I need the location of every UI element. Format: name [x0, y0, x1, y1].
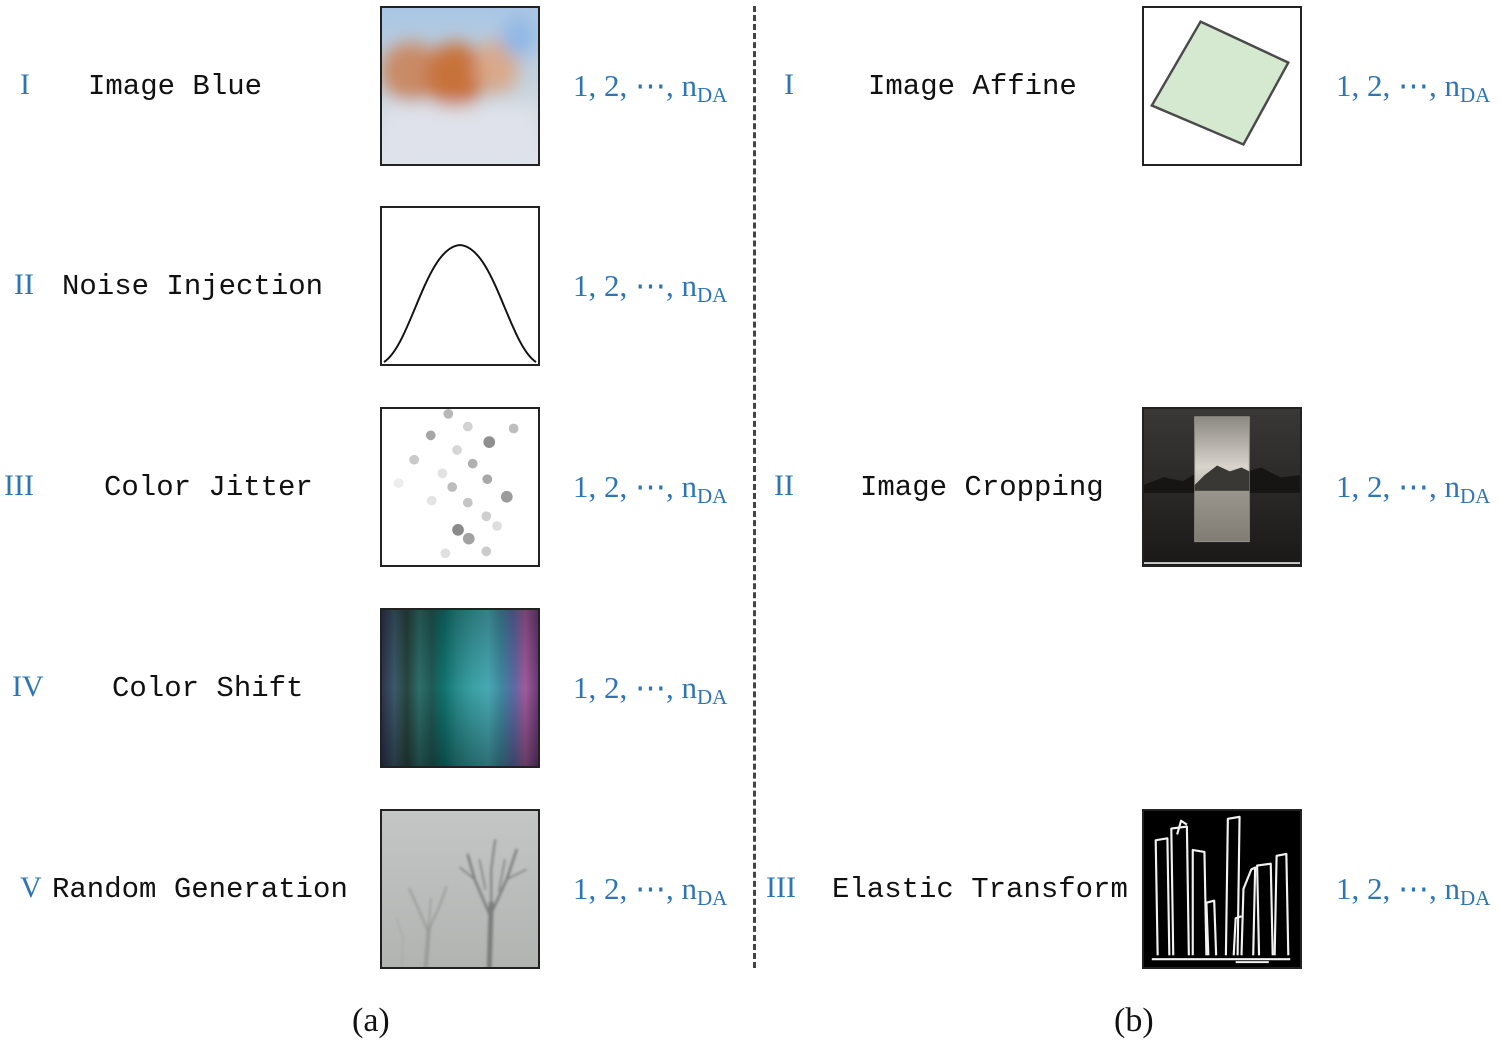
row-label: Image Blue — [88, 70, 263, 103]
sequence-text: 1, 2, ⋯, n — [1336, 871, 1460, 906]
scattered-dots-icon — [380, 407, 540, 567]
row-numeral: IV — [12, 670, 44, 703]
row-numeral: III — [4, 469, 34, 502]
sequence-subscript: DA — [697, 83, 728, 107]
row-color-jitter: III Color Jitter — [0, 407, 750, 569]
gaussian-curve-icon — [380, 206, 540, 366]
index-sequence: 1, 2, ⋯, nDA — [1336, 469, 1490, 509]
row-label: Noise Injection — [62, 270, 324, 303]
row-numeral: II — [14, 268, 34, 301]
row-elastic-transform: III Elastic Transform 1, 2, ⋯, nDA — [760, 809, 1500, 971]
index-sequence: 1, 2, ⋯, nDA — [573, 68, 727, 108]
index-sequence: 1, 2, ⋯, nDA — [1336, 68, 1490, 108]
sequence-text: 1, 2, ⋯, n — [1336, 68, 1460, 103]
foggy-trees-icon — [380, 809, 540, 969]
row-label: Random Generation — [52, 873, 348, 906]
elastic-edges-icon — [1142, 809, 1302, 969]
row-numeral: I — [784, 68, 794, 101]
row-image-cropping: II Image Cropping 1, 2, ⋯, nDA — [760, 407, 1500, 569]
index-sequence: 1, 2, ⋯, nDA — [573, 469, 727, 509]
index-sequence: 1, 2, ⋯, nDA — [573, 871, 727, 911]
sequence-text: 1, 2, ⋯, n — [573, 268, 697, 303]
blurred-photo-icon — [380, 6, 540, 166]
row-label: Color Shift — [112, 672, 304, 705]
sequence-text: 1, 2, ⋯, n — [573, 68, 697, 103]
sequence-subscript: DA — [1460, 83, 1491, 107]
row-numeral: III — [766, 871, 796, 904]
row-label: Image Affine — [868, 70, 1077, 103]
row-label: Color Jitter — [104, 471, 313, 504]
sequence-subscript: DA — [697, 484, 728, 508]
panel-b-caption: (b) — [1114, 1002, 1154, 1039]
index-sequence: 1, 2, ⋯, nDA — [573, 670, 727, 710]
index-sequence: 1, 2, ⋯, nDA — [1336, 871, 1490, 911]
sequence-text: 1, 2, ⋯, n — [573, 670, 697, 705]
sequence-subscript: DA — [697, 283, 728, 307]
sequence-subscript: DA — [697, 685, 728, 709]
row-label: Elastic Transform — [832, 873, 1128, 906]
row-image-blue: I Image Blue 1, 2, ⋯, nDA — [0, 6, 750, 168]
row-color-shift: IV Color Shift — [0, 608, 750, 770]
row-image-affine: I Image Affine 1, 2, ⋯, nDA — [760, 6, 1500, 168]
sequence-text: 1, 2, ⋯, n — [573, 469, 697, 504]
sequence-text: 1, 2, ⋯, n — [573, 871, 697, 906]
sequence-text: 1, 2, ⋯, n — [1336, 469, 1460, 504]
row-label: Image Cropping — [860, 471, 1104, 504]
row-random-generation: V Random Generation — [0, 809, 750, 971]
affine-quad-icon — [1142, 6, 1302, 166]
row-numeral: I — [20, 68, 30, 101]
row-numeral: II — [774, 469, 794, 502]
sequence-subscript: DA — [697, 886, 728, 910]
sequence-subscript: DA — [1460, 886, 1491, 910]
panel-divider — [753, 6, 756, 968]
sequence-subscript: DA — [1460, 484, 1491, 508]
panel-a-caption: (a) — [352, 1002, 390, 1039]
row-numeral: V — [20, 871, 42, 904]
index-sequence: 1, 2, ⋯, nDA — [573, 268, 727, 308]
row-noise-injection: II Noise Injection 1, 2, ⋯, nDA — [0, 206, 750, 368]
color-stripes-icon — [380, 608, 540, 768]
cropped-landscape-icon — [1142, 407, 1302, 567]
